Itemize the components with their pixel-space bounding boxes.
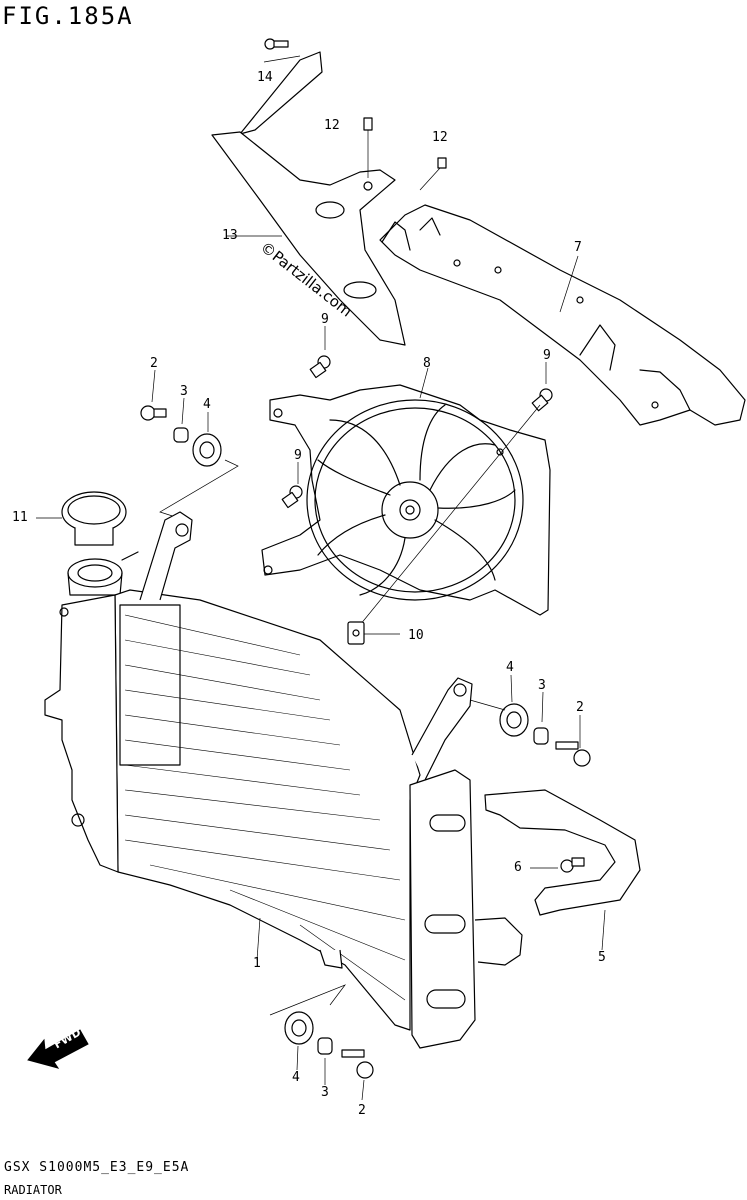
- callout-4a: 4: [203, 397, 211, 412]
- bracket-part-13: [211, 51, 406, 346]
- callout-13: 13: [222, 228, 238, 243]
- callout-9b: 9: [543, 348, 551, 363]
- shroud-part-7: [379, 204, 746, 426]
- callout-8: 8: [423, 356, 431, 371]
- callout-10: 10: [408, 628, 424, 643]
- callout-7: 7: [574, 240, 582, 255]
- callout-2a: 2: [150, 356, 158, 371]
- callout-4b: 4: [506, 660, 514, 675]
- bolt-part-14: [263, 38, 301, 63]
- radiator-core-part-1: [44, 511, 523, 1049]
- screw-part-12a: [363, 117, 373, 178]
- figure-label: FIG.185A: [2, 2, 134, 30]
- callout-2c: 2: [358, 1103, 366, 1118]
- nut-part-10: [347, 621, 400, 645]
- callout-9c: 9: [294, 448, 302, 463]
- callout-5: 5: [598, 950, 606, 965]
- bolt-part-9c: [359, 388, 553, 626]
- bolt-part-9b: [281, 485, 303, 509]
- model-code: GSX S1000M5_E3_E9_E5A: [4, 1160, 190, 1175]
- callout-1: 1: [253, 956, 261, 971]
- mount-set-right: [469, 699, 591, 767]
- radiator-cap-part-11: [61, 491, 127, 546]
- screw-part-12b: [419, 157, 447, 191]
- bolt-part-9a: [309, 355, 331, 379]
- callout-9a: 9: [321, 312, 329, 327]
- callout-14: 14: [257, 70, 273, 85]
- callout-3a: 3: [180, 384, 188, 399]
- clamp-part-6: [560, 857, 585, 873]
- filler-neck: [67, 551, 139, 596]
- fwd-arrow-icon: [27, 1029, 89, 1069]
- mount-set-upper-left: [140, 405, 239, 521]
- section-name: RADIATOR: [4, 1183, 62, 1197]
- mount-set-lower: [269, 984, 374, 1079]
- callout-12a: 12: [324, 118, 340, 133]
- hose-part-5: [484, 789, 641, 916]
- leader-lines: [36, 235, 606, 1101]
- callout-11: 11: [12, 510, 28, 525]
- callout-4c: 4: [292, 1070, 300, 1085]
- callout-3c: 3: [321, 1085, 329, 1100]
- callout-12b: 12: [432, 130, 448, 145]
- callout-6: 6: [514, 860, 522, 875]
- callout-2b: 2: [576, 700, 584, 715]
- callout-3b: 3: [538, 678, 546, 693]
- fan-assembly-part-8: [261, 384, 551, 616]
